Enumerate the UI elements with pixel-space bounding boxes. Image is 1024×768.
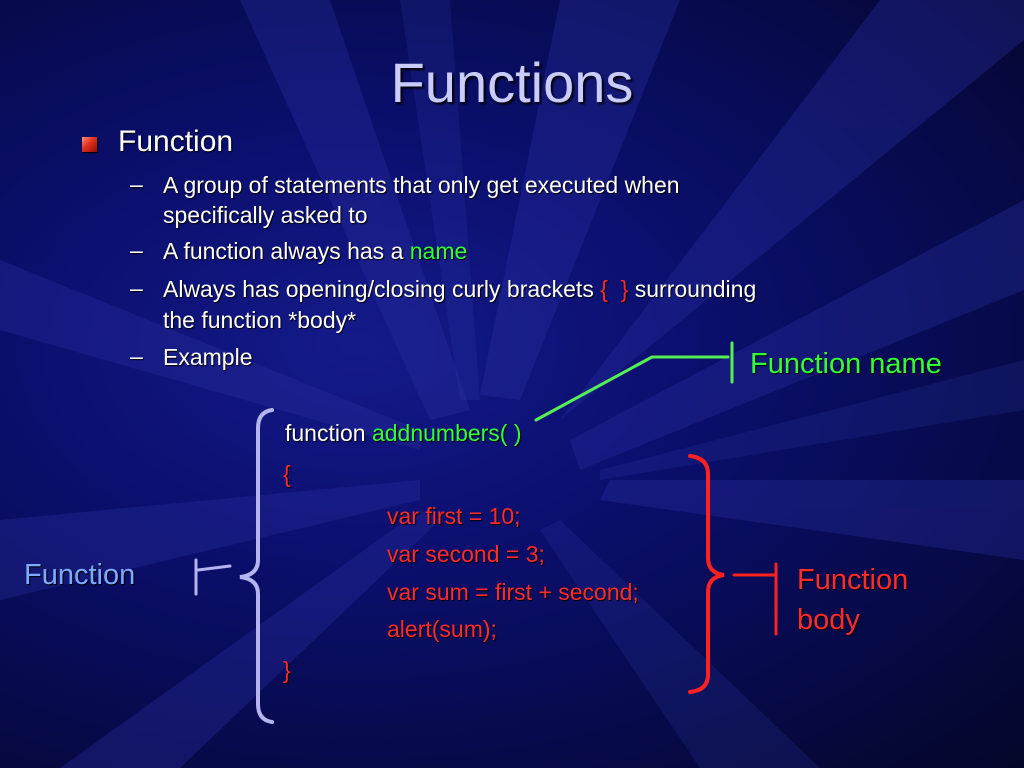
sub-item-1-line1: A group of statements that only get exec… bbox=[163, 172, 680, 198]
code-open-brace: { bbox=[283, 461, 291, 487]
sub-item-2-text: A function always has a bbox=[163, 238, 410, 264]
code-line: var second = 3; bbox=[387, 541, 545, 567]
label-function: Function bbox=[24, 559, 136, 591]
label-function-body-line2: body bbox=[797, 604, 860, 636]
sub-item-3-close-brace: } bbox=[620, 276, 629, 302]
bullet-function: Function bbox=[118, 125, 234, 158]
code-close-brace: } bbox=[283, 657, 291, 683]
sub-item-2: A function always has a name bbox=[163, 236, 467, 267]
code-signature: function addnumbers( ) bbox=[285, 420, 522, 447]
sub-item-1-line2: specifically asked to bbox=[163, 202, 368, 228]
sub-item-2-highlight: name bbox=[409, 238, 468, 264]
function-curly-brace bbox=[239, 408, 274, 724]
dash-marker: – bbox=[130, 275, 143, 301]
sub-item-3-line2: the function *body* bbox=[163, 307, 357, 333]
label-function-name: Function name bbox=[750, 348, 942, 380]
sub-item-3-open-brace: { bbox=[600, 276, 608, 302]
function-body-curly-brace bbox=[688, 454, 725, 694]
code-keyword: function bbox=[285, 420, 366, 446]
dash-marker: – bbox=[130, 343, 143, 369]
function-pointer bbox=[194, 558, 232, 596]
function-body-pointer bbox=[732, 562, 778, 636]
function-name-pointer bbox=[534, 341, 734, 422]
label-function-body-line1: Function bbox=[797, 564, 909, 596]
sub-item-3-line1: Always has opening/closing curly bracket… bbox=[163, 274, 756, 305]
bullet-square-icon bbox=[82, 137, 97, 152]
code-line: alert(sum); bbox=[387, 616, 497, 642]
sub-item-3-text: Always has opening/closing curly bracket… bbox=[163, 276, 601, 302]
dash-marker: – bbox=[130, 171, 143, 197]
slide-title: Functions bbox=[390, 51, 634, 114]
code-function-name: addnumbers( ) bbox=[371, 420, 522, 446]
sub-item-4: Example bbox=[163, 344, 253, 370]
code-line: var sum = first + second; bbox=[387, 579, 639, 605]
dash-marker: – bbox=[130, 237, 143, 263]
sub-item-3-after: surrounding bbox=[628, 276, 757, 302]
code-line: var first = 10; bbox=[387, 503, 521, 529]
